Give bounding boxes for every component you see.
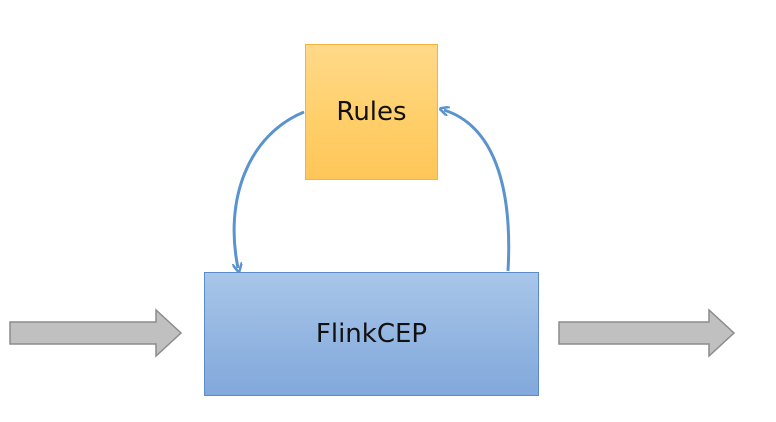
flinkcep-label: FlinkCEP: [315, 319, 428, 349]
flinkcep-node: FlinkCEP: [204, 272, 539, 396]
rules-to-flinkcep-arrow: [234, 110, 305, 268]
output-arrow: [558, 308, 736, 358]
input-arrow: [9, 308, 183, 358]
rules-label: Rules: [336, 97, 407, 127]
flinkcep-to-rules-arrow: [444, 110, 511, 272]
rules-node: Rules: [305, 44, 438, 180]
